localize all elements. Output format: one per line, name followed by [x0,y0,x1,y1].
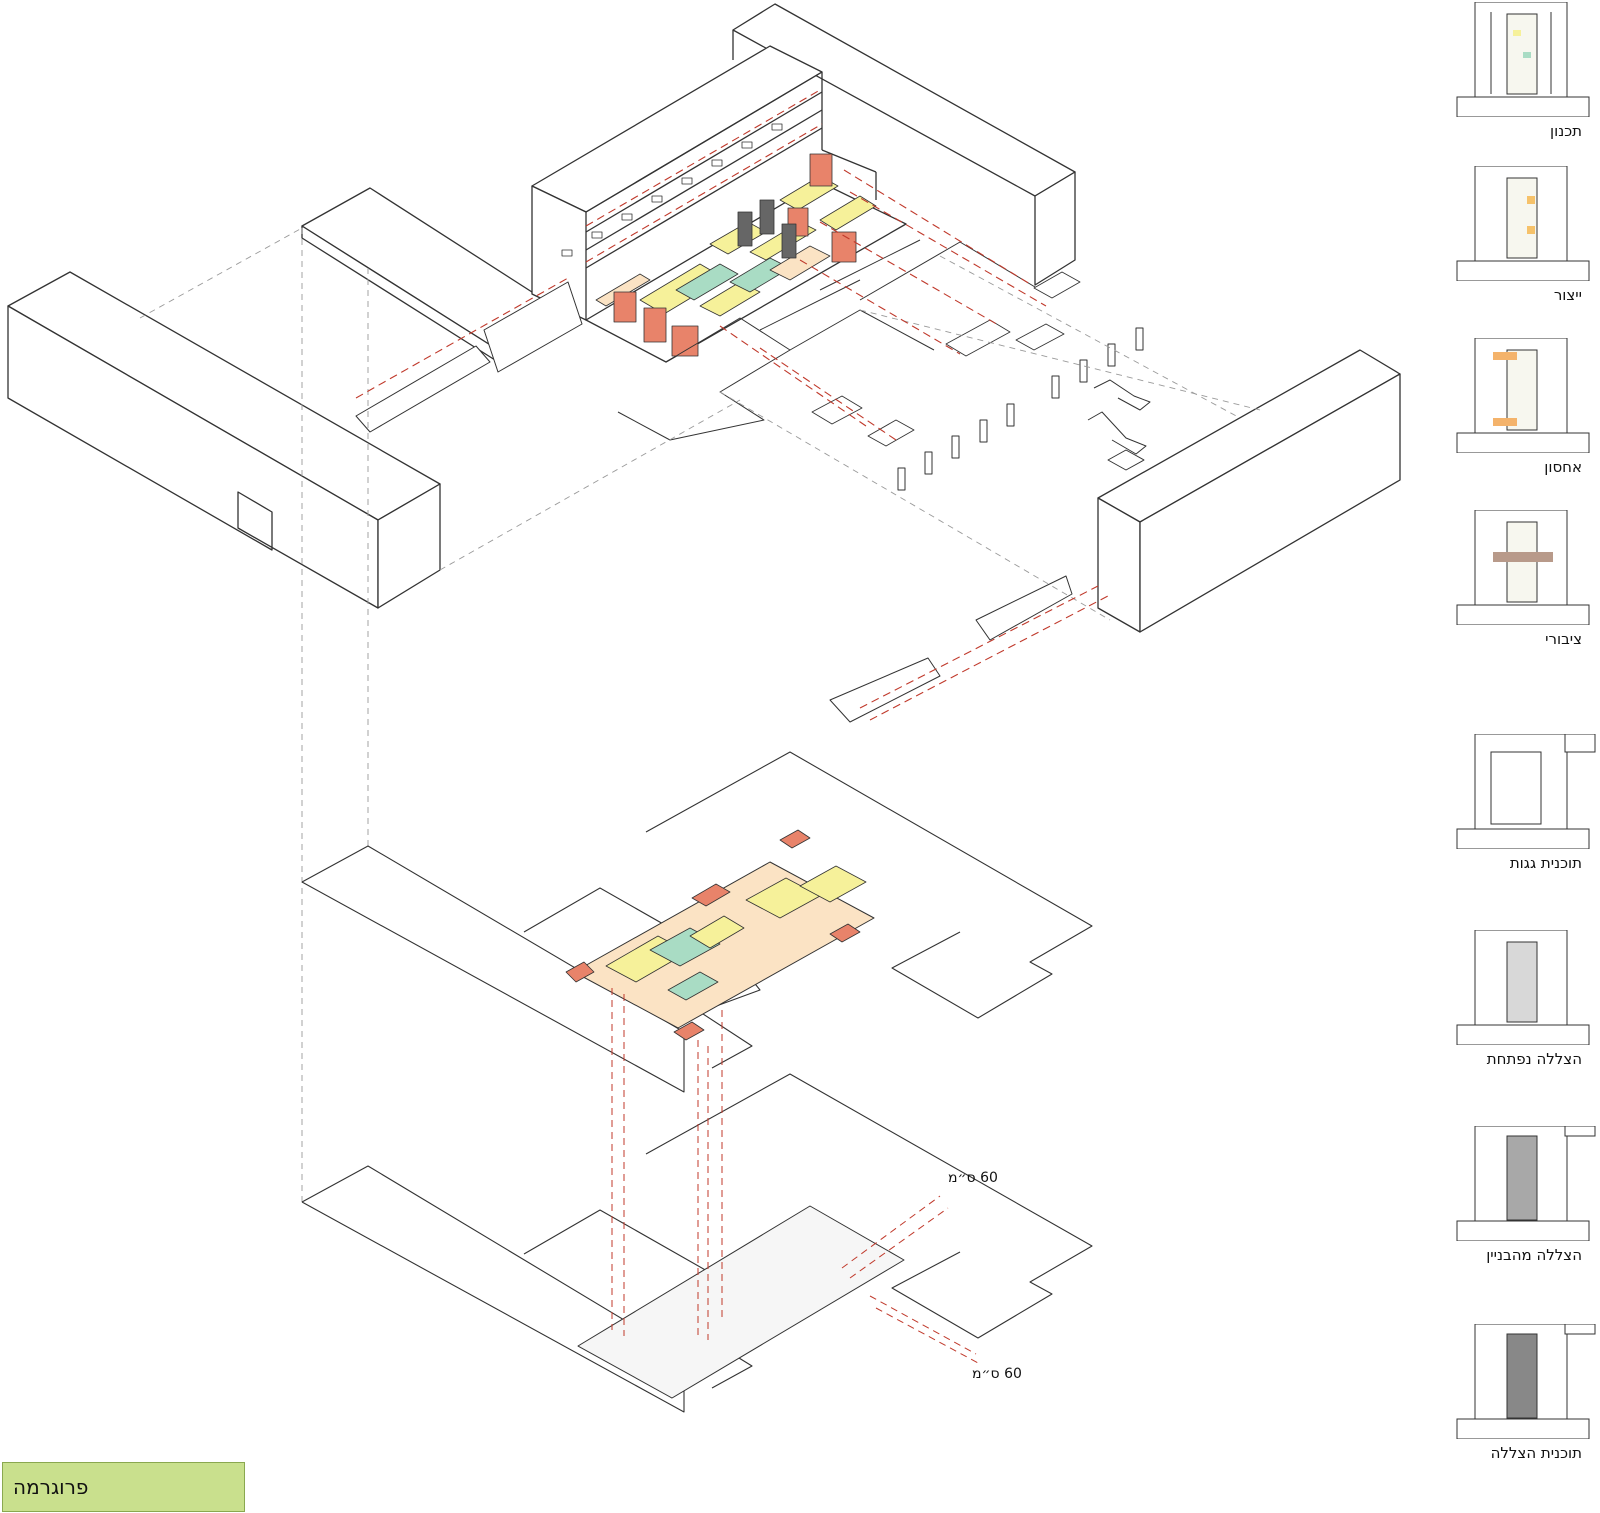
red-guides-upper [355,89,1109,721]
thumbnail-plan-image [1456,1324,1596,1439]
thumbnail-building-shade: הצללה מהבניין [1455,1126,1600,1264]
thumbnail-label: תוכנית גגות [1509,854,1582,872]
dimension-label-lower: 60 ס״מ [972,1366,1022,1382]
guide-lines [139,227,1261,1202]
lower-plan [301,1073,1093,1413]
thumbnail-plan-image [1456,510,1590,625]
thumbnail-label: אחסון [1544,458,1582,476]
thumbnail-label: תוכנית הצללה [1490,1444,1582,1462]
thumbnail-label: ציבורי [1545,630,1582,648]
thumbnail-planning: תכנון [1455,2,1600,140]
back-tall-building [732,3,1076,286]
thumbnail-plan-image [1456,338,1590,453]
left-building [7,271,441,609]
thumbnail-public: ציבורי [1455,510,1600,648]
thumbnail-label: תכנון [1550,122,1582,140]
stairs [355,281,1073,723]
program-label: פרוגרמה [13,1475,89,1499]
lounge-chairs [1087,379,1151,471]
benches [811,271,1081,447]
thumbnail-plan-image [1456,930,1590,1045]
thumbnail-plan-image [1456,1126,1596,1241]
thumbnail-shade-plan: תוכנית הצללה [1455,1324,1600,1462]
axonometric-diagram [7,3,1401,1413]
thumbnail-label: ייצור [1553,286,1582,304]
thumbnail-plan-image [1456,2,1590,117]
thumbnail-label: הצללה נפתחת [1486,1050,1582,1068]
right-building [1097,349,1401,633]
thumbnail-roof-plan: תוכנית גגות [1455,734,1600,872]
program-label-box: פרוגרמה [2,1462,245,1512]
pillars [897,327,1144,491]
red-guides-lower [611,988,981,1365]
thumbnail-production: ייצור [1455,166,1600,304]
thumbnail-storage: אחסון [1455,338,1600,476]
thumbnail-plan-image [1456,734,1596,849]
dimension-label-upper: 60 ס״מ [948,1170,998,1186]
workshop-building [531,45,907,363]
middle-plan [301,751,1093,1093]
thumbnail-plan-image [1456,166,1590,281]
thumbnail-retractable-shade: הצללה נפתחת [1455,930,1600,1068]
thumbnail-label: הצללה מהבניין [1486,1246,1582,1264]
